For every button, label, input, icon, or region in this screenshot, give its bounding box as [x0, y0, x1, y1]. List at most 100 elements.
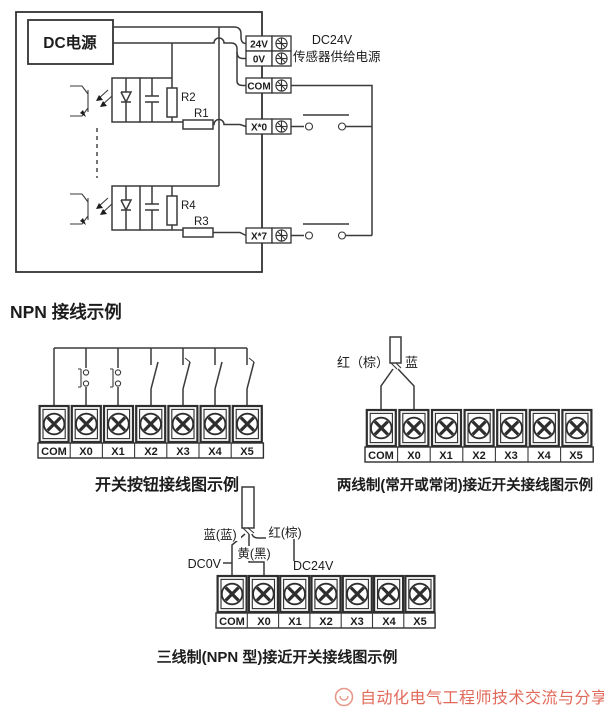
- resistor-r2: [166, 87, 178, 118]
- switch-contact-icon: [182, 361, 191, 390]
- screw-terminal-icon: [271, 77, 292, 94]
- terminal-label: X5: [413, 616, 426, 628]
- terminal-block-row: COM X0 X1 X2 X3 X4 X5: [37, 404, 265, 459]
- screw-terminal-icon: [271, 50, 292, 67]
- terminal-label: X3: [350, 616, 363, 628]
- screw-terminal-icon: [430, 408, 463, 448]
- watermark: 自动化电气工程师技术交流与分享: [334, 687, 604, 707]
- optocoupler: [70, 77, 141, 123]
- screw-terminal-icon: [271, 227, 292, 244]
- input-channel-x0: R2 R1: [70, 43, 247, 130]
- dc0v-label: DC0V: [188, 557, 222, 571]
- supply-note-line2: 传感器供给电源: [293, 49, 381, 64]
- terminal-label: X2: [319, 616, 332, 628]
- capacitor: [145, 186, 159, 230]
- terminal-label: X2: [472, 450, 485, 462]
- input-channel-x7: R4 R3: [70, 185, 247, 238]
- terminal-label: COM: [219, 616, 245, 628]
- screw-terminal-icon: [134, 404, 167, 444]
- screw-terminal-icon: [271, 118, 292, 135]
- section-heading: NPN 接线示例: [10, 302, 122, 322]
- yellow-wire-label: 黄(黑): [237, 547, 270, 561]
- terminal-label: X1: [111, 446, 124, 458]
- terminal-x7: X*7: [245, 227, 292, 244]
- blue-wire-label: 蓝: [405, 355, 418, 370]
- terminal-com: COM: [245, 77, 292, 94]
- wire-blue: [397, 368, 415, 410]
- terminal-block-row: COM X0 X1 X2 X3 X4 X5: [215, 574, 436, 629]
- screw-terminal-icon: [216, 574, 249, 614]
- screw-terminal-icon: [166, 404, 199, 444]
- switch-contact-icon: [150, 361, 159, 390]
- three-wire-example-diagram: 蓝(蓝) 红(棕) 黄(黑) DC0V DC24V COM X0 X1 X2 X…: [157, 486, 436, 666]
- screw-terminal-icon: [199, 404, 232, 444]
- two-wire-caption: 两线制(常开或常闭)接近开关接线图示例: [337, 476, 593, 494]
- r2-label: R2: [181, 92, 196, 104]
- terminal-0v: 0V: [245, 50, 292, 67]
- watermark-logo-icon: [334, 687, 354, 707]
- terminal-label: X1: [439, 450, 452, 462]
- screw-terminal-icon: [231, 404, 264, 444]
- terminal-label: X0: [79, 446, 92, 458]
- screw-terminal-icon: [278, 574, 311, 614]
- screw-terminal-icon: [495, 408, 528, 448]
- red-wire-label: 红(棕): [268, 525, 301, 540]
- switch-example-caption: 开关按钮接线图示例: [95, 475, 239, 494]
- supply-note-line1: DC24V: [312, 33, 353, 47]
- terminal-24v: 24V: [245, 35, 292, 52]
- screw-terminal-icon: [403, 574, 436, 614]
- screw-terminal-icon: [309, 574, 343, 614]
- screw-terminal-icon: [560, 408, 594, 448]
- terminal-label: COM: [41, 446, 67, 458]
- screw-terminal-icon: [70, 404, 103, 444]
- terminal-label: X4: [382, 616, 396, 628]
- terminal-label: COM: [368, 450, 394, 462]
- two-wire-example-diagram: 红（棕） 蓝 COM X0 X1 X2 X3 X4 X5 两线制(常开或常闭)接…: [337, 336, 594, 494]
- svg-text:COM: COM: [247, 82, 270, 93]
- proximity-sensor: [241, 486, 255, 535]
- terminal-block-row: COM X0 X1 X2 X3 X4 X5: [364, 408, 594, 463]
- svg-text:X*0: X*0: [251, 123, 268, 134]
- terminal-label: X4: [537, 450, 551, 462]
- r3-label: R3: [194, 216, 209, 228]
- svg-text:X*7: X*7: [251, 232, 268, 243]
- plc-terminal-strip: 24V 0V COM X*0 X*7: [245, 35, 292, 244]
- red-wire-label: 红（棕）: [337, 355, 389, 370]
- screw-terminal-icon: [463, 408, 496, 448]
- svg-text:24V: 24V: [250, 40, 268, 51]
- dc-power-box: DC电源: [27, 19, 114, 65]
- switch-example-diagram: COM X0 X1 X2 X3 X4 X5 开关按钮接线图示例: [37, 347, 265, 494]
- terminal-label: X2: [144, 446, 157, 458]
- capacitor: [145, 78, 159, 122]
- screw-terminal-icon: [528, 408, 561, 448]
- switch-contact-icon: [214, 361, 223, 390]
- screw-terminal-icon: [271, 35, 292, 52]
- proximity-sensor: [389, 336, 402, 370]
- screw-terminal-icon: [341, 574, 374, 614]
- r4-label: R4: [181, 200, 196, 212]
- blue-wire-label: 蓝(蓝): [203, 528, 236, 542]
- optocoupler: [70, 185, 141, 231]
- terminal-x0: X*0: [245, 118, 292, 135]
- wire-red: [380, 368, 394, 410]
- pushbutton-contact-icon: [77, 368, 90, 388]
- watermark-text: 自动化电气工程师技术交流与分享: [360, 689, 604, 707]
- plc-input-circuit-diagram: DC电源 R2 R1: [15, 11, 381, 273]
- dc-power-label: DC电源: [43, 33, 97, 52]
- wire-red: [251, 533, 295, 561]
- terminal-label: X5: [240, 446, 253, 458]
- screw-terminal-icon: [247, 574, 280, 614]
- terminal-label: X0: [257, 616, 270, 628]
- resistor-r3: [182, 227, 214, 238]
- svg-text:0V: 0V: [253, 55, 266, 66]
- screw-terminal-icon: [397, 408, 430, 448]
- r1-label: R1: [194, 108, 209, 120]
- screw-terminal-icon: [372, 574, 405, 614]
- pushbutton-contact-icon: [109, 368, 122, 388]
- switch-contact-icon: [246, 361, 255, 390]
- dc24v-label: DC24V: [293, 559, 334, 573]
- terminal-label: X1: [288, 616, 301, 628]
- terminal-label: X5: [569, 450, 582, 462]
- plc-frame: [15, 11, 263, 273]
